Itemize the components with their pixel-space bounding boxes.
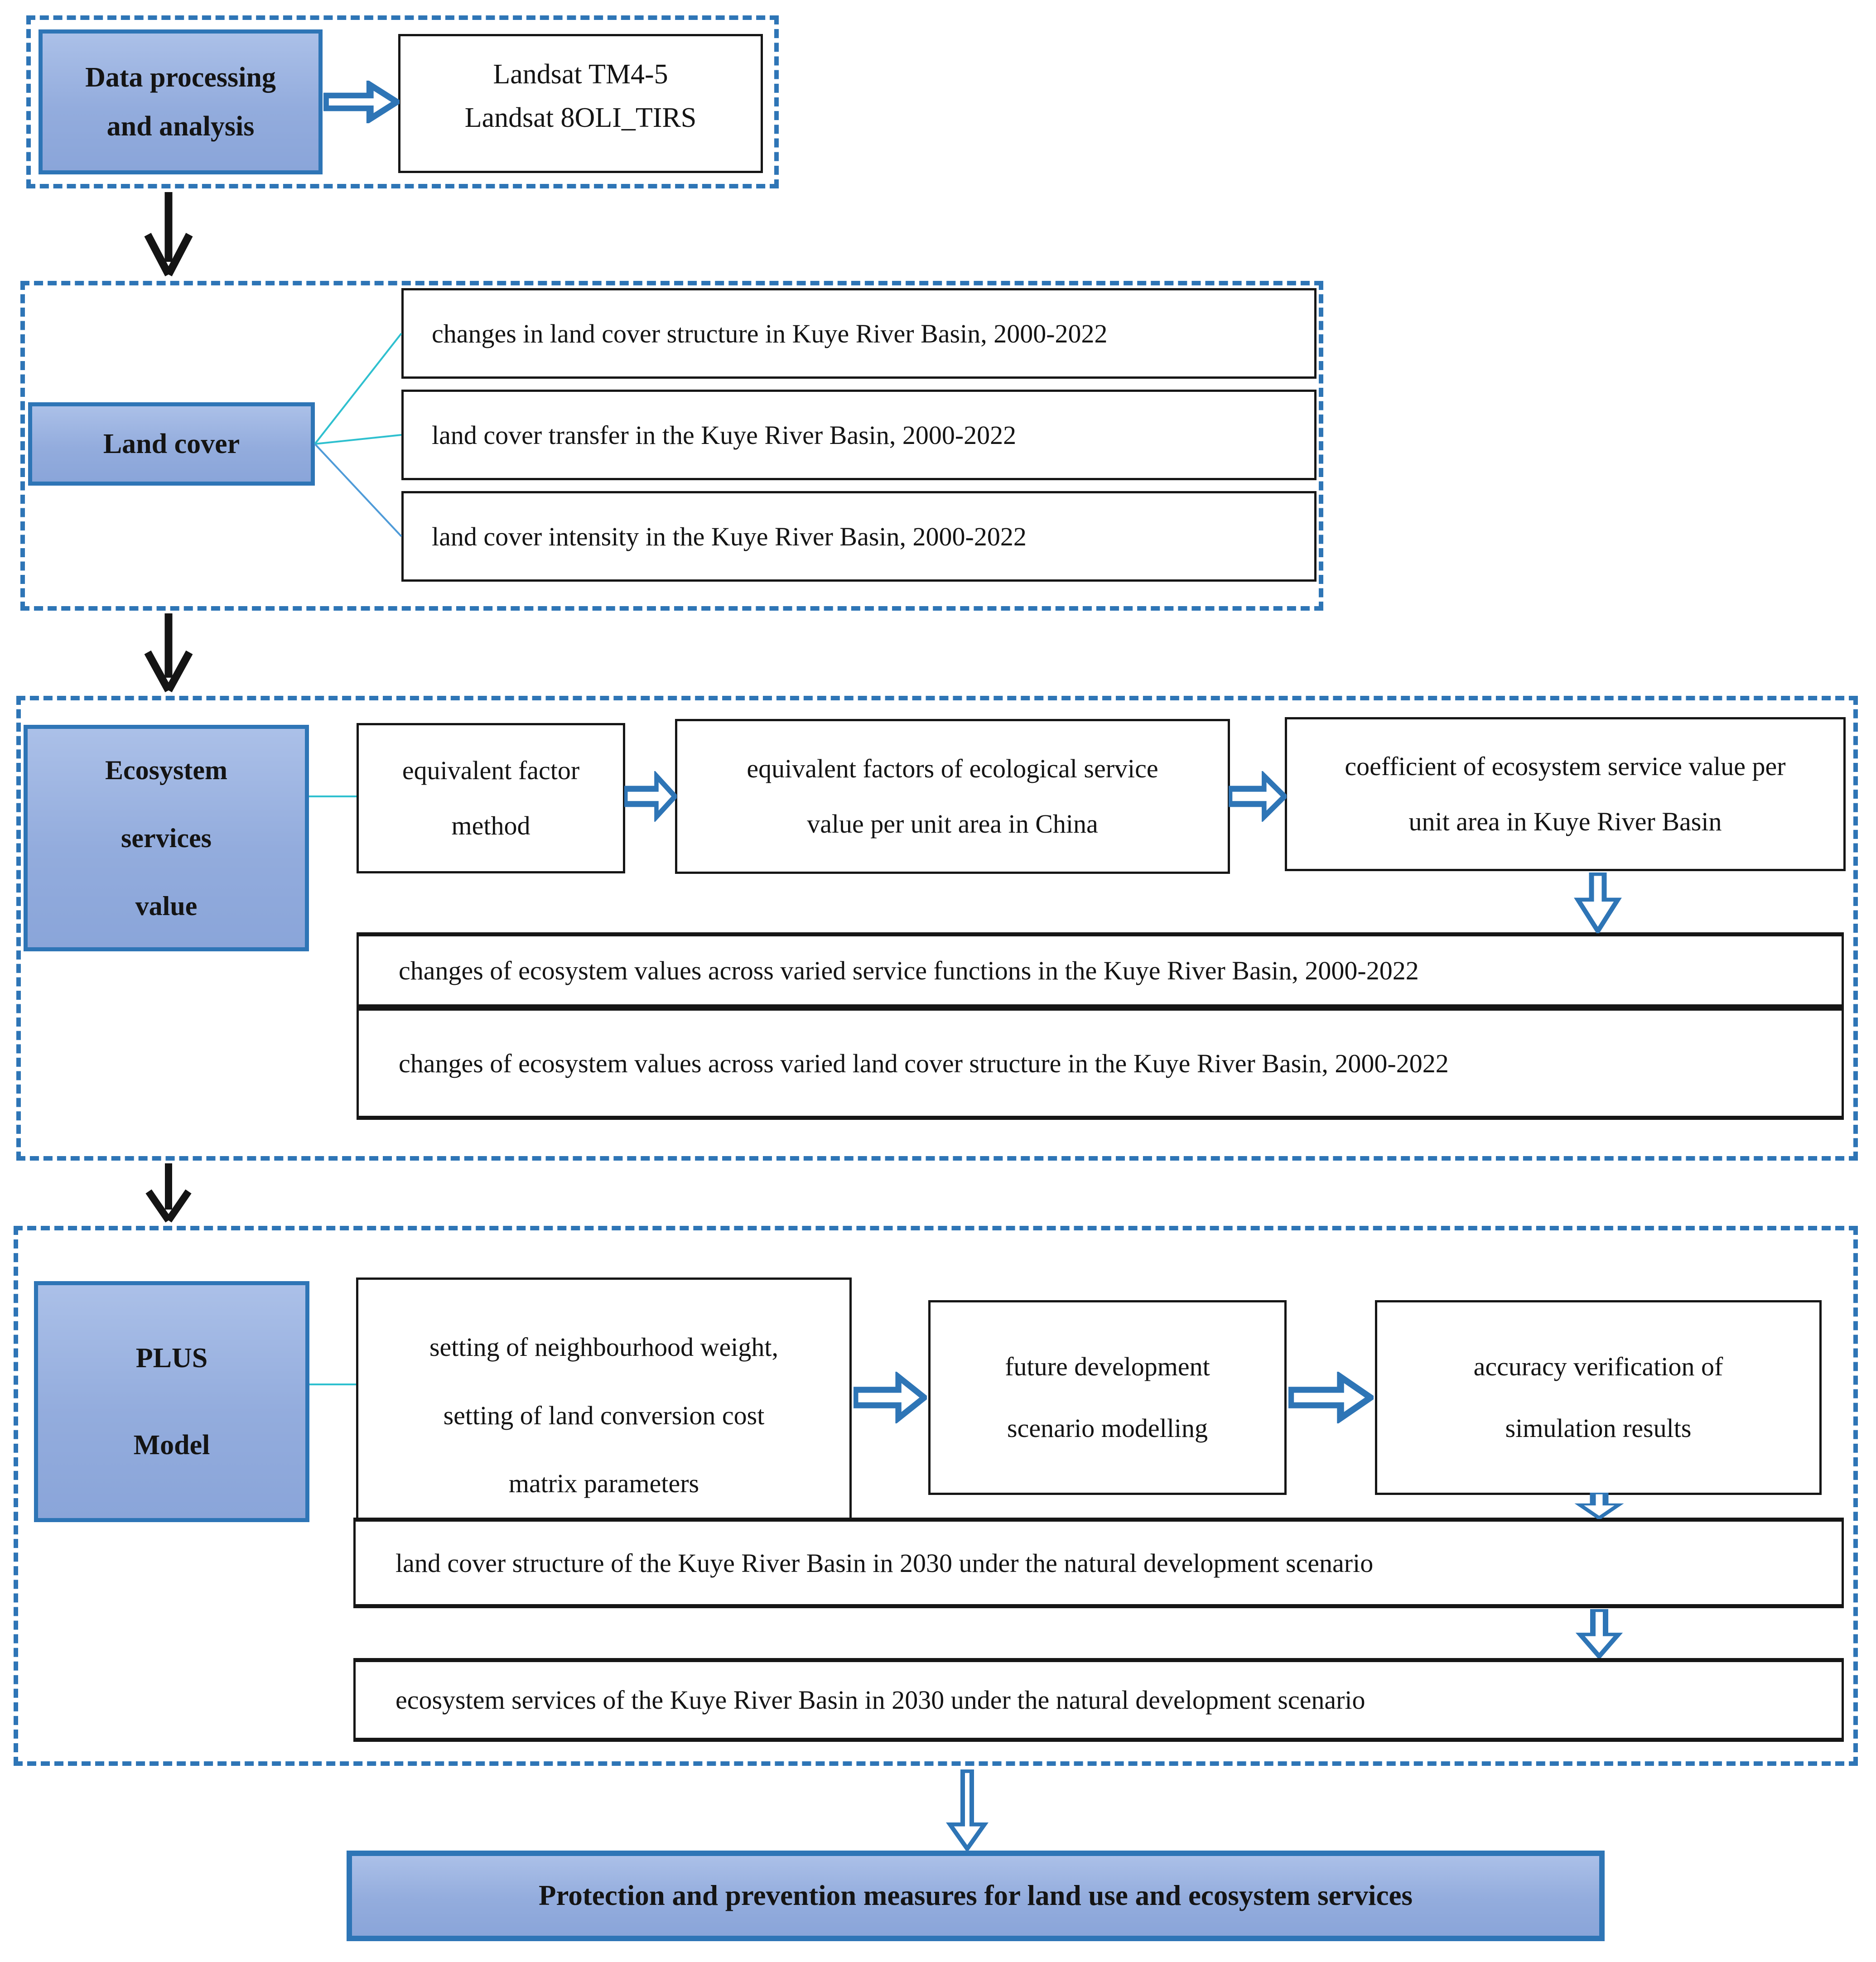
basin-coefficient-label: coefficient of ecosystem service value p… bbox=[1345, 752, 1786, 836]
land-cover-2030-label: land cover structure of the Kuye River B… bbox=[395, 1548, 1374, 1578]
esv-result-land-cover-structure: changes of ecosystem values across varie… bbox=[357, 1008, 1844, 1120]
black-down-arrow-icon bbox=[141, 1162, 196, 1224]
esv-result-label: changes of ecosystem values across varie… bbox=[399, 955, 1419, 985]
esv-result-service-functions: changes of ecosystem values across varie… bbox=[357, 932, 1844, 1008]
ecosystem-services-box: Ecosystem services value bbox=[24, 725, 309, 951]
arrow-right-icon bbox=[323, 81, 400, 123]
plus-model-box: PLUS Model bbox=[34, 1281, 309, 1522]
arrow-right-icon bbox=[624, 771, 677, 822]
ecosystem-2030-label: ecosystem services of the Kuye River Bas… bbox=[395, 1685, 1365, 1715]
china-factors-label: equivalent factors of ecological service… bbox=[747, 754, 1158, 839]
ecosystem-services-label: Ecosystem services value bbox=[105, 755, 227, 921]
china-factors-box: equivalent factors of ecological service… bbox=[675, 719, 1230, 874]
conclusion-label: Protection and prevention measures for l… bbox=[539, 1880, 1413, 1912]
connector-line bbox=[309, 788, 357, 805]
landsat-label: Landsat TM4-5 Landsat 8OLI_TIRS bbox=[464, 59, 697, 134]
accuracy-verification-label: accuracy verification of simulation resu… bbox=[1473, 1351, 1723, 1443]
settings-label: setting of neighbourhood weight, setting… bbox=[429, 1332, 778, 1499]
section-ecosystem-services bbox=[16, 696, 1858, 1161]
equivalent-factor-method-box: equivalent factor method bbox=[357, 723, 625, 873]
ecosystem-2030-box: ecosystem services of the Kuye River Bas… bbox=[353, 1658, 1844, 1742]
basin-coefficient-box: coefficient of ecosystem service value p… bbox=[1285, 717, 1846, 871]
arrow-down-icon bbox=[1572, 1609, 1626, 1658]
arrow-down-icon bbox=[940, 1769, 994, 1852]
data-processing-label: Data processing and analysis bbox=[85, 62, 276, 142]
esv-result-label: changes of ecosystem values across varie… bbox=[399, 1048, 1449, 1078]
plus-model-label: PLUS Model bbox=[133, 1342, 210, 1461]
arrow-down-icon bbox=[1572, 1493, 1626, 1519]
section-land-cover bbox=[20, 281, 1323, 611]
arrow-down-icon bbox=[1571, 873, 1625, 933]
land-cover-label: Land cover bbox=[103, 428, 240, 459]
connector-lines bbox=[313, 280, 403, 611]
section-plus-model bbox=[14, 1226, 1858, 1766]
land-cover-item-intensity: land cover intensity in the Kuye River B… bbox=[401, 491, 1317, 582]
land-cover-box: Land cover bbox=[28, 402, 315, 486]
arrow-right-icon bbox=[1288, 1372, 1374, 1423]
land-cover-item-label: land cover intensity in the Kuye River B… bbox=[432, 521, 1027, 551]
land-cover-item-label: changes in land cover structure in Kuye … bbox=[432, 318, 1108, 348]
scenario-modelling-box: future development scenario modelling bbox=[928, 1300, 1287, 1495]
land-cover-2030-box: land cover structure of the Kuye River B… bbox=[353, 1518, 1844, 1608]
arrow-right-icon bbox=[854, 1372, 927, 1423]
accuracy-verification-box: accuracy verification of simulation resu… bbox=[1375, 1300, 1822, 1495]
equivalent-factor-method-label: equivalent factor method bbox=[402, 756, 580, 840]
black-down-arrow-icon bbox=[141, 612, 196, 694]
data-processing-box: Data processing and analysis bbox=[39, 29, 323, 174]
section-data-processing bbox=[26, 15, 779, 188]
land-cover-item-label: land cover transfer in the Kuye River Ba… bbox=[432, 420, 1017, 450]
black-down-arrow-icon bbox=[141, 190, 196, 279]
landsat-box: Landsat TM4-5 Landsat 8OLI_TIRS bbox=[398, 34, 763, 173]
connector-line bbox=[309, 1377, 356, 1392]
land-cover-item-structure: changes in land cover structure in Kuye … bbox=[401, 288, 1317, 379]
land-cover-item-transfer: land cover transfer in the Kuye River Ba… bbox=[401, 390, 1317, 480]
conclusion-box: Protection and prevention measures for l… bbox=[347, 1851, 1605, 1941]
arrow-right-icon bbox=[1229, 771, 1287, 822]
settings-box: setting of neighbourhood weight, setting… bbox=[356, 1277, 852, 1554]
scenario-modelling-label: future development scenario modelling bbox=[1005, 1351, 1210, 1443]
